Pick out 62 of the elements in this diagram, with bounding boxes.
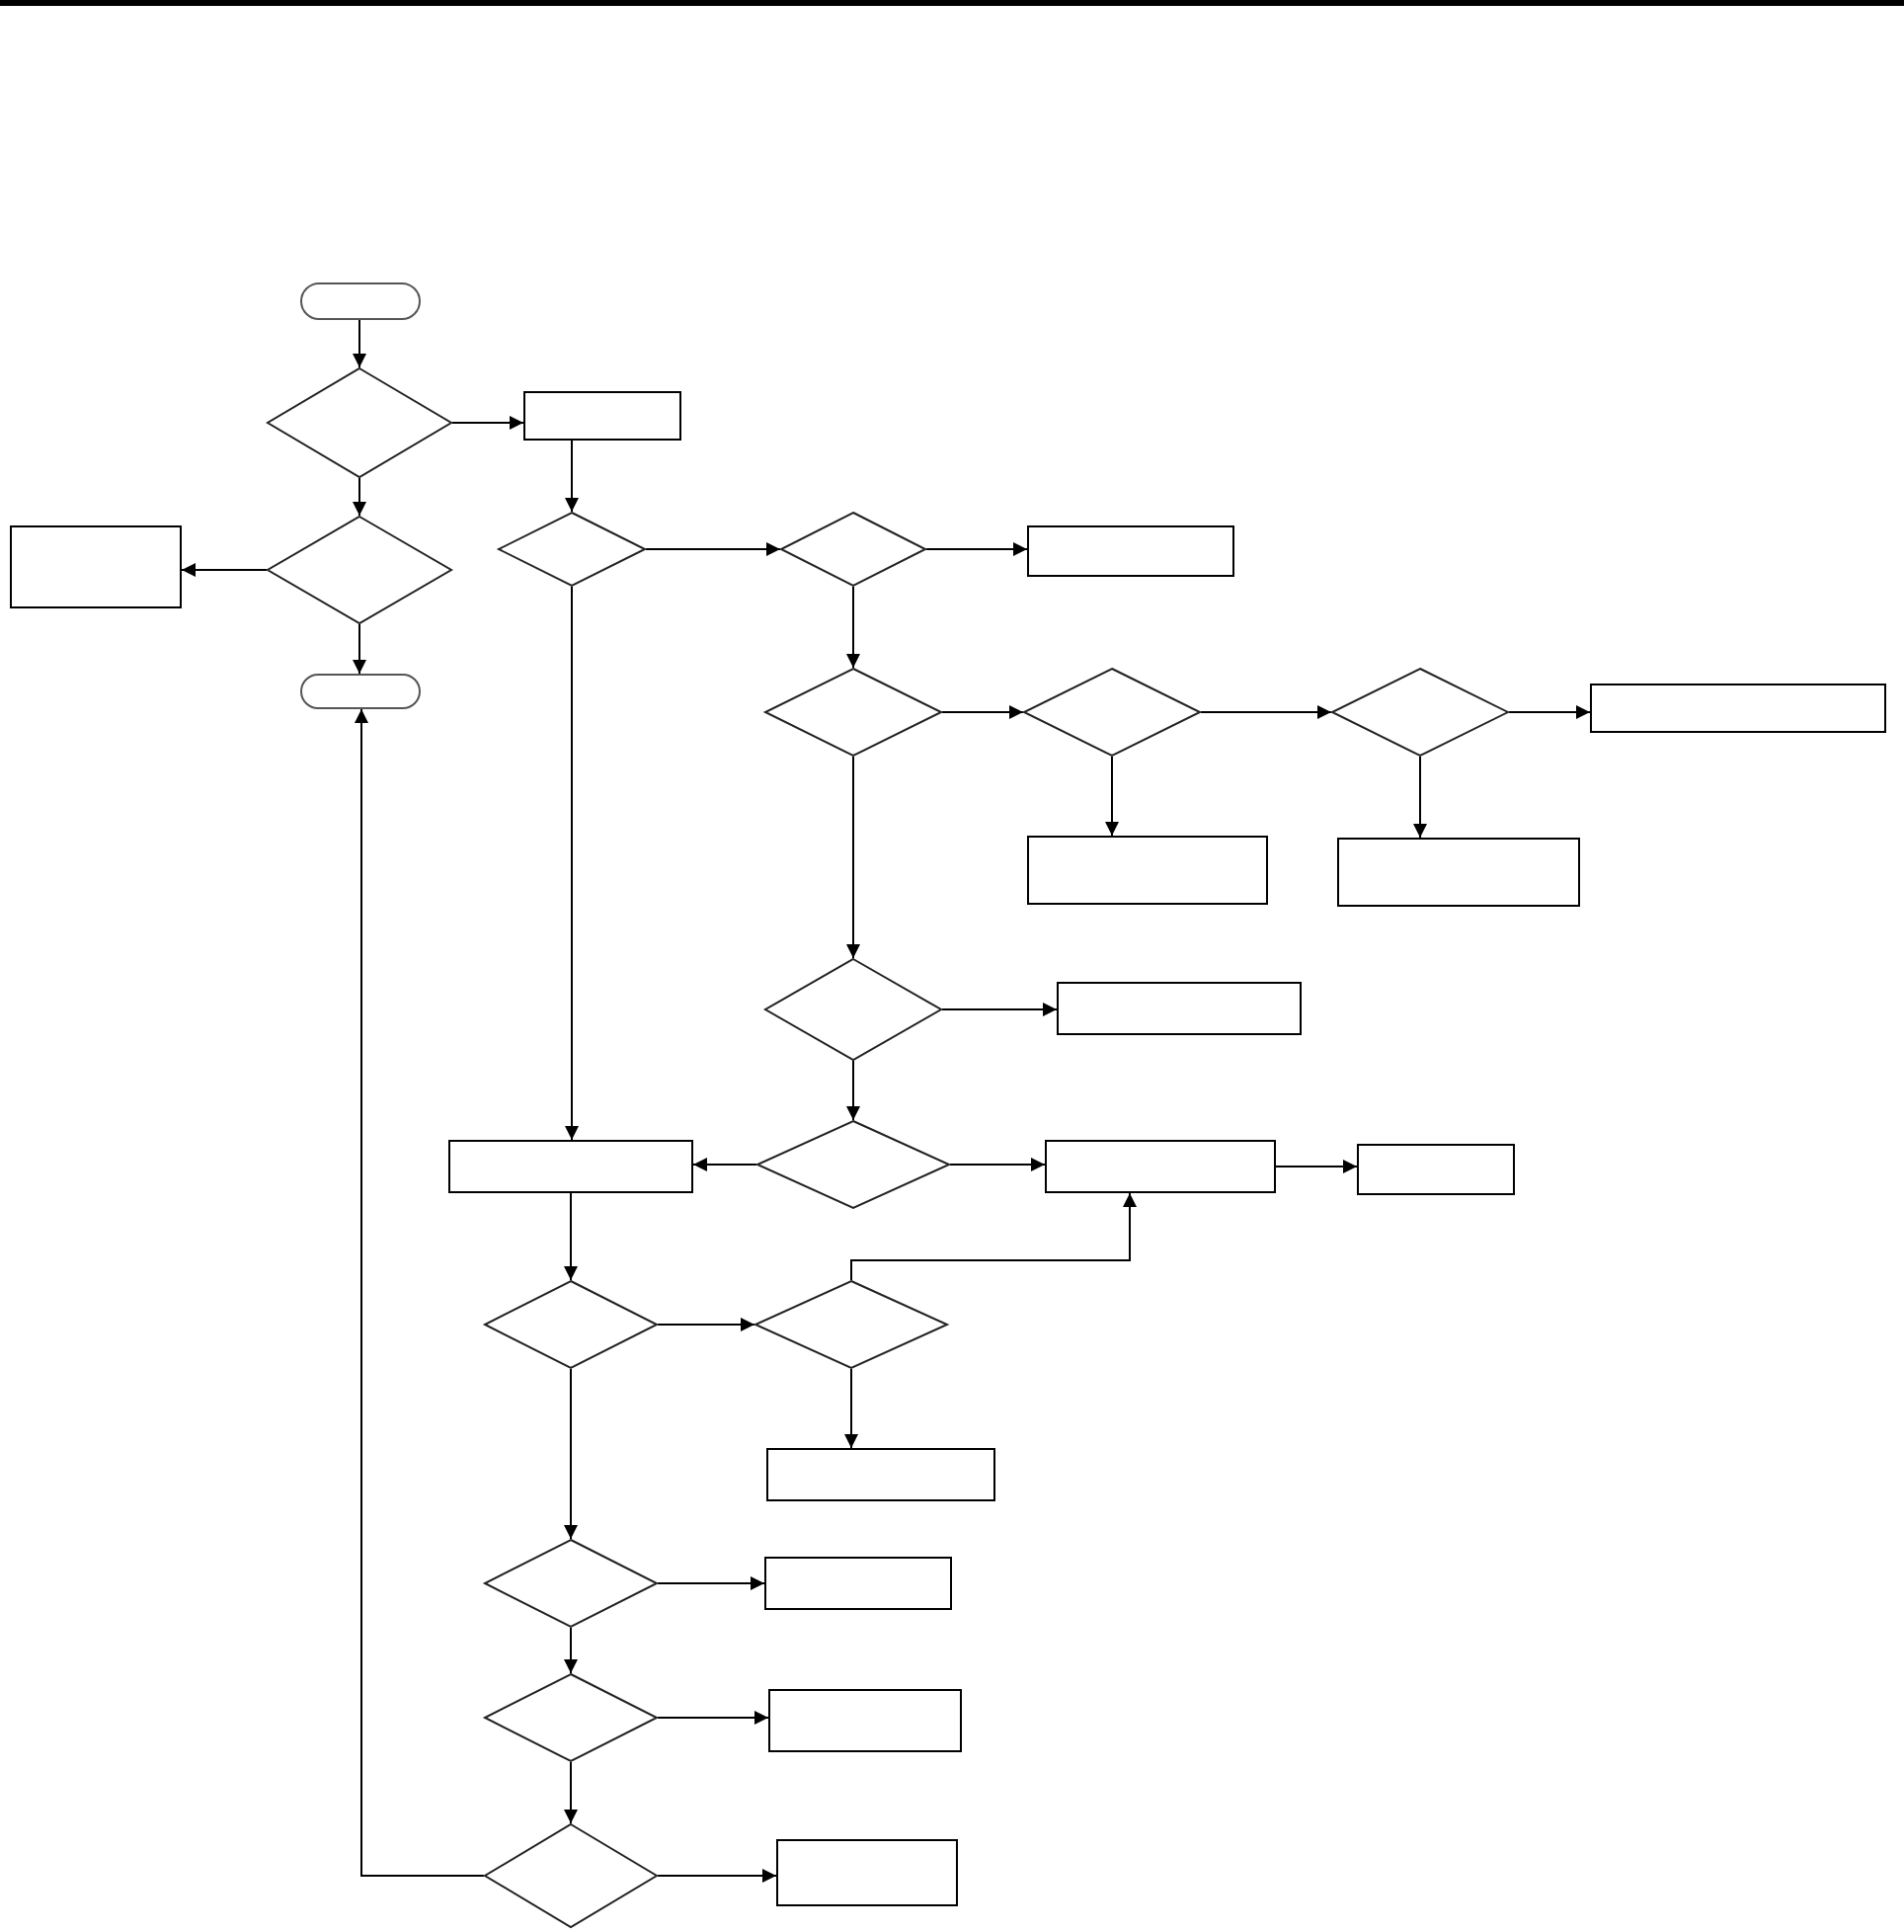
arrow [844, 1368, 858, 1449]
arrow [657, 1869, 777, 1883]
process-box [1357, 1144, 1515, 1195]
arrow [846, 586, 860, 669]
arrow [1200, 705, 1332, 719]
decision-diamond [484, 1673, 658, 1762]
process-box [768, 1689, 962, 1752]
terminal-shape [300, 674, 421, 709]
process-box [1057, 982, 1302, 1035]
arrow [1508, 705, 1591, 719]
process-box [1027, 836, 1268, 905]
process-box [1337, 838, 1580, 907]
process-box [1045, 1140, 1276, 1193]
arrow [846, 756, 860, 959]
arrow [564, 1627, 578, 1674]
arrow [451, 416, 524, 430]
process-box [764, 1557, 952, 1610]
arrow [941, 705, 1024, 719]
arrow [657, 1576, 765, 1590]
decision-diamond [756, 1120, 950, 1209]
arrow [846, 1060, 860, 1121]
arrow [1105, 756, 1119, 837]
arrow [564, 1368, 578, 1540]
arrow [353, 319, 366, 368]
arrow [353, 623, 366, 675]
decision-diamond [1331, 668, 1509, 757]
decision-diamond [484, 1539, 658, 1628]
arrow [949, 1158, 1046, 1171]
decision-diamond [267, 367, 452, 478]
arrow [657, 1318, 755, 1331]
arrow [565, 440, 579, 513]
process-box [776, 1839, 958, 1906]
arrow [565, 586, 579, 1141]
decision-diamond [267, 516, 452, 624]
terminal-shape [300, 282, 421, 320]
arrow [1275, 1160, 1358, 1173]
decision-diamond [1023, 668, 1201, 757]
process-box [10, 525, 182, 608]
process-box [1590, 684, 1886, 733]
arrow [645, 542, 781, 556]
arrow [564, 1761, 578, 1824]
decision-diamond [780, 512, 926, 587]
arrow [925, 542, 1028, 556]
decision-diamond [764, 668, 942, 757]
arrow [850, 1192, 1137, 1281]
decision-diamond [484, 1280, 658, 1369]
process-box [1027, 525, 1234, 577]
process-box [523, 391, 681, 441]
decision-diamond [498, 512, 646, 587]
process-box [766, 1448, 995, 1501]
arrow [941, 1003, 1058, 1016]
process-box [448, 1140, 693, 1193]
arrow [353, 477, 366, 517]
decision-diamond [484, 1823, 658, 1928]
arrow [1413, 756, 1427, 839]
decision-diamond [754, 1280, 948, 1369]
arrow [355, 708, 485, 1877]
arrow [564, 1192, 578, 1281]
arrow [181, 563, 268, 577]
arrow [657, 1711, 769, 1725]
decision-diamond [764, 958, 942, 1061]
arrow [692, 1158, 757, 1171]
